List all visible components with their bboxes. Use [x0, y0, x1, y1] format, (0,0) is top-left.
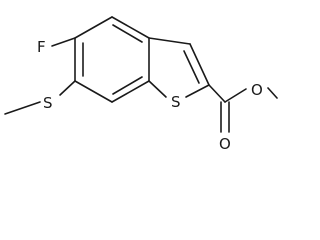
bond-c2-s1: [185, 84, 210, 98]
bond-c7-c7a-inner: [112, 76, 143, 95]
bond-c4-c5: [74, 16, 113, 39]
bond-c5-f: [51, 37, 76, 47]
bond-c3a-c3: [148, 37, 191, 45]
atom-fluorine: F: [37, 38, 46, 56]
bond-ester-o-methyl: [267, 87, 278, 99]
bond-c3a-c4-inner: [112, 24, 143, 43]
bond-s-methyl: [4, 101, 41, 115]
atom-sulfur-thioether: S: [43, 94, 53, 112]
bond-c2-carbonyl-carbon: [208, 84, 226, 103]
atom-oxygen-ester: O: [251, 81, 263, 99]
bond-c7-c7a: [111, 80, 150, 103]
structure-canvas: F S S O O: [4, 16, 278, 153]
structure-diagram: F S S O O: [4, 16, 278, 153]
bond-c3-c2: [189, 43, 210, 86]
bond-c6-c7: [74, 80, 113, 103]
bond-s1-c7a: [148, 80, 167, 98]
bond-c3-c2-inner: [183, 50, 200, 84]
bond-c3a-c4: [111, 16, 150, 39]
atom-oxygen-carbonyl: O: [219, 135, 231, 153]
bond-c6-s: [59, 80, 76, 96]
bond-carbonyl-to-ester-o: [224, 88, 247, 103]
atom-sulfur-ring: S: [171, 93, 181, 111]
